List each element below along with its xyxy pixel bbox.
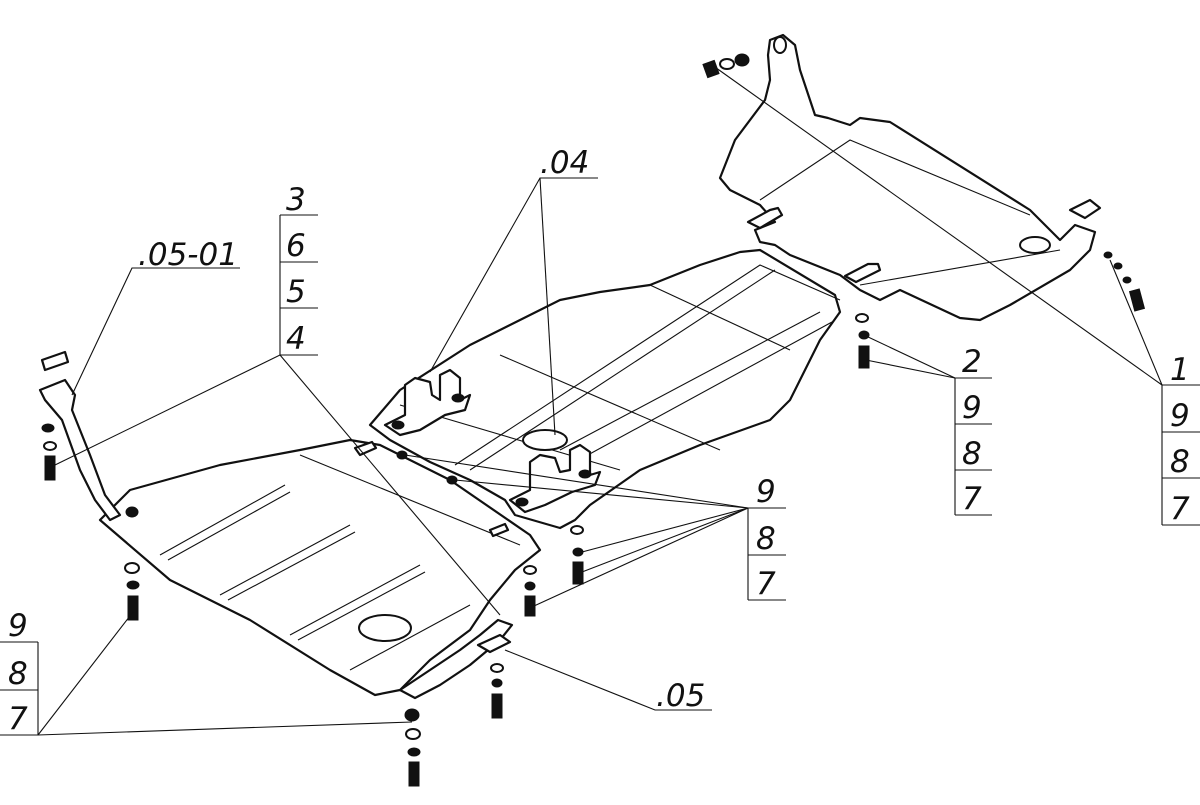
callout-stack-right-mid: 2 9 8 7	[954, 344, 992, 517]
callout-stack-right-top: 1 9 8 7	[1161, 352, 1200, 527]
callout-stack-right-mid-4: 7	[962, 481, 982, 517]
callout-stack-right-top-4: 7	[1170, 491, 1190, 527]
callout-stack-right-top-2: 9	[1170, 398, 1190, 434]
callout-stack-bottom-left-3: 7	[8, 701, 28, 737]
callout-side-bracket: .05	[656, 678, 705, 714]
callout-stack-right-mid-2: 9	[962, 390, 982, 426]
callout-stack-left-top-3: 5	[286, 274, 306, 310]
front-skid-plate	[98, 438, 542, 697]
callout-stack-bottom-left: 9 8 7	[0, 608, 39, 737]
callout-stack-center-2: 8	[756, 521, 776, 557]
callout-stack-left-top: 3 6 5 4	[279, 182, 318, 357]
callout-center-clamps: .04	[540, 145, 589, 181]
callout-stack-left-top-2: 6	[286, 228, 306, 264]
rear-skid-plate	[718, 33, 1102, 322]
front-bracket	[38, 350, 122, 522]
callout-stack-center-3: 7	[756, 566, 776, 602]
callout-stack-left-top-4: 4	[286, 321, 306, 357]
callout-stack-center-1: 9	[756, 474, 776, 510]
callout-stack-right-mid-3: 8	[962, 436, 982, 472]
callout-stack-right-top-3: 8	[1170, 444, 1190, 480]
callout-stack-center: 9 8 7	[747, 474, 786, 602]
clamp-upper	[383, 368, 472, 437]
callout-stack-right-top-1: 1	[1170, 352, 1190, 388]
callout-stack-bottom-left-2: 8	[8, 656, 28, 692]
side-bracket	[398, 618, 514, 700]
callout-stack-left-top-1: 3	[286, 182, 306, 218]
callout-stack-bottom-left-1: 9	[8, 608, 28, 644]
callout-front-bracket: .05-01	[138, 237, 238, 273]
leader-lines	[37, 64, 1163, 736]
callout-stack-right-mid-1: 2	[962, 344, 982, 380]
